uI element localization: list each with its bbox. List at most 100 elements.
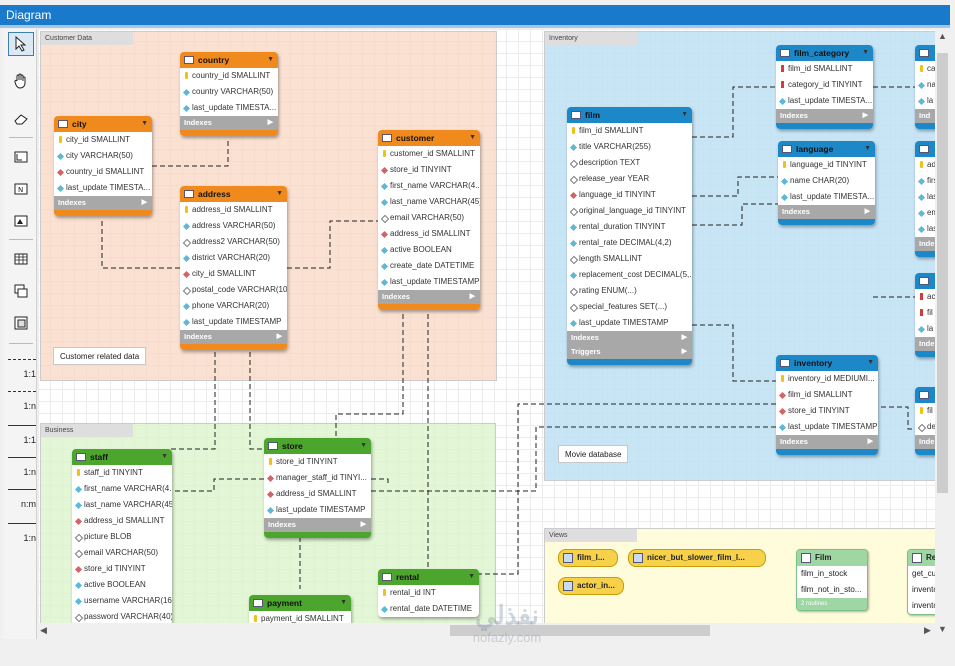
field-row[interactable]: store_id TINYINT [264, 454, 371, 470]
field-row[interactable]: password VARCHAR(40) [72, 609, 172, 623]
collapse-icon[interactable]: ▼ [267, 56, 274, 63]
field-row[interactable]: customer_id SMALLINT [378, 146, 480, 162]
field-row[interactable]: rental_duration TINYINT [567, 219, 692, 235]
field-row[interactable]: address_id SMALLINT [72, 513, 172, 529]
field-row[interactable]: last_update TIMESTA... [180, 100, 278, 116]
field-row[interactable]: category_id TINYINT [776, 77, 873, 93]
scroll-right-icon[interactable]: ▶ [924, 625, 931, 635]
field-row[interactable]: fil [915, 305, 935, 321]
entity-language[interactable]: language▼ language_id TINYINT name CHAR(… [778, 141, 875, 225]
entity-rental[interactable]: rental▼ rental_id INT rental_date DATETI… [378, 569, 479, 617]
field-row[interactable]: ad [915, 157, 935, 173]
collapse-icon[interactable]: ▼ [360, 442, 367, 449]
relation-1-n-identifying-icon[interactable]: 1:n [6, 447, 38, 477]
vertical-scrollbar[interactable]: ▲ ▼ [935, 29, 950, 638]
field-row[interactable]: language_id TINYINT [778, 157, 875, 173]
indexes-section[interactable]: Inde [915, 337, 935, 351]
field-row[interactable]: store_id TINYINT [776, 403, 878, 419]
field-row[interactable]: rental_rate DECIMAL(4,2) [567, 235, 692, 251]
field-row[interactable]: address_id SMALLINT [264, 486, 371, 502]
routine-group-film[interactable]: Film film_in_stock film_not_in_sto... 2 … [796, 549, 868, 611]
field-row[interactable]: last_update TIMESTA... [776, 93, 873, 109]
indexes-section[interactable]: Indexes▶ [180, 330, 287, 344]
field-row[interactable]: address VARCHAR(50) [180, 218, 287, 234]
field-row[interactable]: inventory_id MEDIUMI... [776, 371, 878, 387]
collapse-icon[interactable]: ▼ [862, 49, 869, 56]
indexes-section[interactable]: Indexes▶ [776, 109, 873, 123]
note-customer[interactable]: Customer related data [53, 347, 147, 365]
field-row[interactable]: country VARCHAR(50) [180, 84, 278, 100]
pointer-icon[interactable] [8, 32, 34, 56]
field-row[interactable]: em [915, 205, 935, 221]
entity-film[interactable]: film▼ film_id SMALLINT title VARCHAR(255… [567, 107, 692, 365]
routine-item[interactable]: film_not_in_sto... [801, 585, 862, 594]
indexes-section[interactable]: Indexes▶ [567, 331, 692, 345]
field-row[interactable]: address2 VARCHAR(50) [180, 234, 287, 250]
field-row[interactable]: last_name VARCHAR(45) [72, 497, 172, 513]
collapse-icon[interactable]: ▼ [867, 359, 874, 366]
field-row[interactable]: active BOOLEAN [72, 577, 172, 593]
field-row[interactable]: city_id SMALLINT [54, 132, 152, 148]
field-row[interactable]: la [915, 321, 935, 337]
routine-group-icon[interactable] [8, 311, 34, 335]
collapse-icon[interactable]: ▼ [161, 453, 168, 460]
entity-country[interactable]: country▼ country_id SMALLINT country VAR… [180, 52, 278, 136]
relation-existing-columns-icon[interactable]: 1:n [6, 513, 38, 543]
field-row[interactable]: release_year YEAR [567, 171, 692, 187]
field-row[interactable]: description TEXT [567, 155, 692, 171]
view-icon[interactable] [8, 279, 34, 303]
field-row[interactable]: last_update TIMESTAMP [567, 315, 692, 331]
field-row[interactable]: ca [915, 61, 935, 77]
field-row[interactable]: country_id SMALLINT [54, 164, 152, 180]
field-row[interactable]: payment_id SMALLINT [249, 611, 351, 623]
field-row[interactable]: store_id TINYINT [378, 162, 480, 178]
eraser-icon[interactable] [8, 107, 34, 131]
relation-n-m-icon[interactable]: n:m [6, 479, 38, 509]
indexes-section[interactable]: Indexes▶ [378, 290, 480, 304]
relation-1-n-icon[interactable]: 1:n [6, 381, 38, 411]
indexes-section[interactable]: Inde [915, 435, 935, 449]
field-row[interactable]: last_update TIMESTAMP [264, 502, 371, 518]
field-row[interactable]: special_features SET(...) [567, 299, 692, 315]
collapse-icon[interactable]: ▼ [141, 120, 148, 127]
diagram-canvas[interactable]: Customer Data Inventory Business Views C… [38, 29, 935, 623]
field-row[interactable]: last_update TIMESTA... [54, 180, 152, 196]
field-row[interactable]: username VARCHAR(16) [72, 593, 172, 609]
field-row[interactable]: rental_id INT [378, 585, 479, 601]
indexes-section[interactable]: Indexes▶ [54, 196, 152, 210]
view-actor-info[interactable]: actor_in... [558, 577, 624, 595]
field-row[interactable]: store_id TINYINT [72, 561, 172, 577]
field-row[interactable]: picture BLOB [72, 529, 172, 545]
collapse-icon[interactable]: ▼ [681, 111, 688, 118]
view-film-list[interactable]: film_l... [558, 549, 618, 567]
collapse-icon[interactable]: ▼ [276, 190, 283, 197]
field-row[interactable]: last_update TIMESTAMP [776, 419, 878, 435]
field-row[interactable]: email VARCHAR(50) [72, 545, 172, 561]
field-row[interactable]: active BOOLEAN [378, 242, 480, 258]
indexes-section[interactable]: Indexes▶ [778, 205, 875, 219]
indexes-section[interactable]: Ind [915, 109, 935, 123]
field-row[interactable]: address_id SMALLINT [378, 226, 480, 242]
collapse-icon[interactable]: ▼ [864, 145, 871, 152]
collapse-icon[interactable]: ▼ [468, 573, 475, 580]
table-icon[interactable] [8, 247, 34, 271]
routine-group-rewards[interactable]: Re get_cu invento invento [907, 549, 935, 615]
field-row[interactable]: na [915, 77, 935, 93]
entity-staff[interactable]: staff▼ staff_id TINYINT first_name VARCH… [72, 449, 172, 623]
field-row[interactable]: city_id SMALLINT [180, 266, 287, 282]
vertical-scroll-thumb[interactable] [937, 53, 948, 493]
scroll-left-icon[interactable]: ◀ [40, 625, 47, 635]
field-row[interactable]: replacement_cost DECIMAL(5,... [567, 267, 692, 283]
entity-partial-film-actor[interactable]: ac fil la Inde [915, 273, 935, 357]
entity-inventory[interactable]: inventory▼ inventory_id MEDIUMI... film_… [776, 355, 878, 455]
entity-partial-category[interactable]: ca na la Ind [915, 45, 935, 129]
field-row[interactable]: firs [915, 173, 935, 189]
scroll-up-icon[interactable]: ▲ [938, 31, 947, 41]
entity-customer[interactable]: customer▼ customer_id SMALLINT store_id … [378, 130, 480, 310]
image-icon[interactable] [8, 209, 34, 233]
field-row[interactable]: las [915, 189, 935, 205]
field-row[interactable]: first_name VARCHAR(4... [378, 178, 480, 194]
horizontal-scroll-thumb[interactable] [450, 625, 710, 636]
field-row[interactable]: name CHAR(20) [778, 173, 875, 189]
field-row[interactable]: first_name VARCHAR(4... [72, 481, 172, 497]
